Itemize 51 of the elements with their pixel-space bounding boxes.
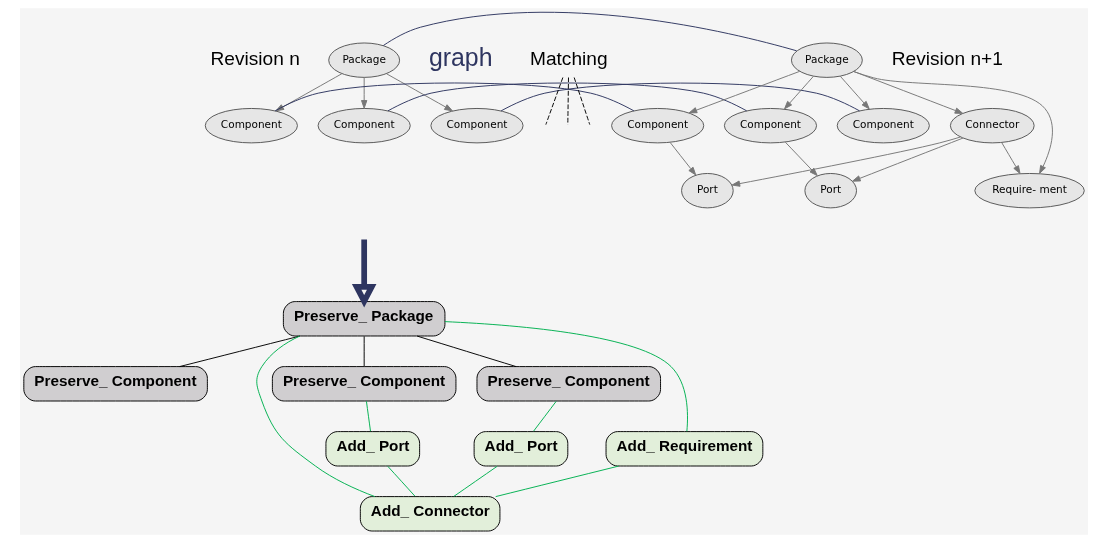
connector [363, 335, 365, 367]
connector [532, 400, 557, 432]
node-ellipse: Component [429, 107, 524, 144]
node-ellipse: Require- ment [973, 173, 1085, 209]
node-box: Preserve_ Component [476, 366, 661, 402]
node-box: Preserve_ Component [22, 366, 208, 402]
label: Revision n+1 [891, 47, 1003, 69]
node-ellipse: Component [723, 107, 817, 144]
arrow [385, 73, 453, 112]
node-text: Matching [529, 47, 608, 69]
node-ellipse: Port [803, 173, 857, 209]
node-box: Add_ Requirement [605, 431, 763, 467]
node-box: Preserve_ Component [271, 366, 456, 402]
arrow [839, 75, 870, 110]
node-box: Add_ Port [473, 431, 568, 467]
connector [382, 12, 797, 52]
connector [566, 77, 569, 126]
arrow [783, 75, 814, 110]
connector [255, 335, 375, 497]
node-ellipse: Package [327, 42, 400, 78]
label: Revision n [210, 47, 300, 69]
arrow [851, 137, 963, 182]
node-box: Preserve_ Package [282, 301, 445, 337]
arrow [688, 70, 800, 114]
node-ellipse: Port [680, 173, 734, 209]
connector [452, 465, 498, 497]
connector [544, 77, 563, 126]
node-ellipse: Component [836, 107, 930, 144]
arrow [731, 136, 961, 187]
node-ellipse: Package [790, 42, 863, 78]
node-box: Add_ Connector [359, 496, 500, 532]
connector [178, 335, 300, 368]
arrow [351, 239, 376, 308]
arrow [1000, 142, 1020, 175]
arrow [852, 71, 1053, 174]
connector [494, 465, 619, 498]
connector [500, 82, 860, 112]
label: graph [428, 44, 492, 72]
node-box: Add_ Port [324, 431, 420, 467]
arrow [852, 71, 963, 114]
connector [416, 335, 516, 368]
arrow [360, 77, 367, 109]
arrow [784, 141, 818, 177]
arrow [669, 142, 696, 176]
connector [386, 465, 415, 497]
node-ellipse: Component [317, 107, 411, 144]
connector [573, 77, 590, 126]
connector [365, 400, 371, 432]
connector [387, 82, 747, 112]
node-ellipse: Component [204, 107, 298, 144]
connector [444, 321, 688, 432]
